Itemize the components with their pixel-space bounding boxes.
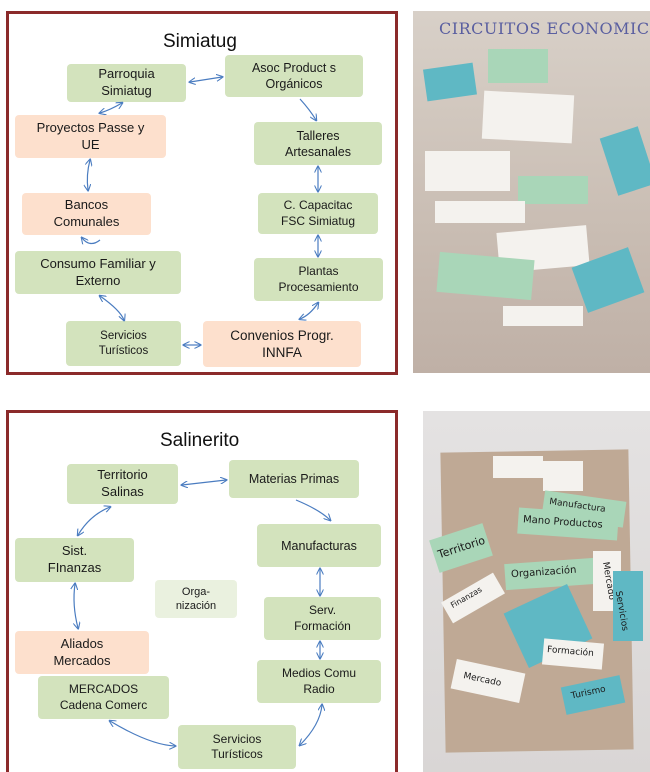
node-organizacion: Orga-nización [155,580,237,618]
photo-note [503,306,583,326]
node-convenios-innfa: Convenios Progr.INNFA [203,321,361,367]
photo-note [435,201,525,223]
node-sist-finanzas: Sist.FInanzas [15,538,134,582]
photo-salinerito-mapping: Territorio Manufactura Mano Productos Or… [423,411,650,772]
simiatug-title: Simiatug [163,31,237,52]
photo-note [425,151,510,191]
photo-note [543,461,583,491]
photo-title-circuitos: CIRCUITOS ECONOMICOS [439,19,650,38]
photo-circuitos-economicos: CIRCUITOS ECONOMICOS [413,11,650,373]
salinerito-title: Salinerito [160,430,240,451]
photo-note [488,49,548,83]
photo-note [436,251,535,301]
node-manufacturas: Manufacturas [257,524,381,567]
photo-note [599,126,650,196]
photo-note [423,62,477,102]
photo-note [613,571,643,641]
node-materias-primas: Materias Primas [229,460,359,498]
photo-note [493,456,543,478]
node-serv-formacion: Serv.Formación [264,597,381,640]
photo-note [481,90,575,144]
photo-note [518,176,588,204]
